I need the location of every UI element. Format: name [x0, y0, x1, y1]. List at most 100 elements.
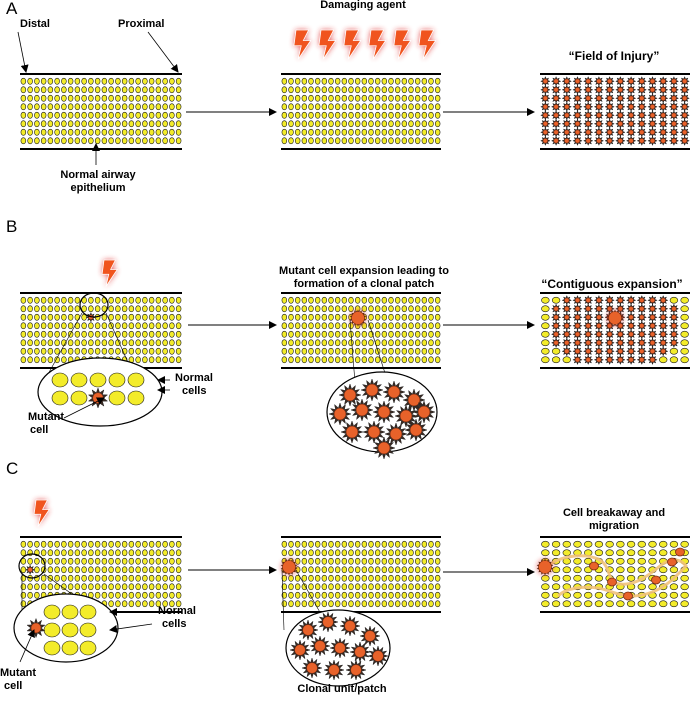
normal-cell: [40, 313, 47, 321]
mutant-cell: [582, 328, 594, 340]
normal-cell: [61, 322, 67, 330]
normal-cell: [155, 86, 162, 94]
normal-cell: [148, 313, 155, 321]
normal-cell: [108, 574, 114, 582]
normal-cell: [301, 137, 308, 145]
normal-cell: [108, 390, 126, 406]
normal-cell: [428, 322, 434, 330]
mutant-cell-body: [660, 323, 666, 329]
normal-cell: [361, 111, 368, 119]
normal-cell: [169, 549, 175, 557]
mutant-cell: [647, 127, 658, 138]
normal-cell: [115, 347, 121, 355]
normal-cell: [121, 94, 128, 102]
normal-cell: [394, 574, 401, 582]
normal-cell: [169, 574, 175, 582]
normal-cell: [67, 128, 74, 136]
mutant-cell: [582, 135, 594, 146]
panel-a-letter: A: [6, 0, 18, 18]
normal-cell: [115, 600, 121, 608]
lightning-bolt: [33, 499, 51, 527]
normal-cell: [81, 574, 87, 582]
mutant-cell: [615, 328, 626, 340]
mutant-cell-body: [649, 129, 656, 135]
normal-cell: [408, 566, 414, 574]
normal-cell: [354, 94, 361, 102]
normal-cell: [34, 356, 40, 364]
normal-cell: [428, 600, 434, 608]
mutant-cell: [604, 101, 615, 112]
normal-cell: [67, 549, 74, 557]
mutant-cell-body: [617, 348, 623, 354]
normal-cell: [341, 103, 348, 111]
mutant-cell: [593, 110, 605, 121]
normal-cell: [626, 557, 636, 565]
normal-cell: [40, 296, 47, 304]
normal-cell: [348, 128, 354, 136]
mutant-cell-body: [607, 138, 613, 144]
lightning-shape: [318, 29, 337, 60]
mutant-cell: [636, 354, 648, 366]
normal-cell: [308, 339, 314, 347]
normal-cell: [128, 94, 135, 102]
normal-cell: [301, 77, 308, 85]
normal-cell: [34, 322, 40, 330]
normal-cell: [354, 583, 361, 591]
normal-cell: [428, 356, 434, 364]
normal-cell: [374, 583, 381, 591]
mutant-cell: [372, 436, 396, 460]
normal-cell: [388, 296, 394, 304]
normal-cell: [155, 600, 162, 608]
normal-cell: [648, 557, 657, 565]
normal-cell: [88, 322, 94, 330]
normal-cell: [175, 347, 182, 355]
normal-cell: [421, 600, 428, 608]
mutant-cell: [647, 76, 658, 87]
normal-cell: [334, 356, 341, 364]
normal-cell: [680, 574, 689, 582]
normal-cell: [121, 111, 128, 119]
normal-cell: [361, 583, 368, 591]
normal-cell: [434, 103, 441, 111]
cell-breakaway-label: Cell breakaway and: [563, 507, 665, 519]
mutant-cell-body: [628, 323, 634, 329]
normal-cell: [121, 540, 128, 548]
normal-cell: [408, 330, 414, 338]
clonal-unit-label: Clonal unit/patch: [297, 683, 387, 695]
normal-cell: [573, 566, 582, 574]
mutant-cell-body: [617, 331, 623, 337]
normal-cell: [67, 296, 74, 304]
normal-cell: [169, 120, 175, 128]
normal-cell: [361, 540, 368, 548]
mutant-cell-body: [574, 87, 581, 93]
mutant-cell: [572, 101, 583, 112]
normal-cell: [162, 540, 168, 548]
normal-cell: [381, 591, 388, 599]
mutant-cell-body: [27, 567, 33, 573]
normal-cell: [175, 322, 182, 330]
normal-cell: [128, 540, 135, 548]
mutant-cell: [657, 127, 669, 138]
damaging-agent-lightning-icon: [33, 499, 51, 527]
normal-cell: [94, 77, 101, 85]
normal-cell: [314, 339, 321, 347]
normal-cell: [128, 296, 135, 304]
normal-cell: [680, 347, 689, 355]
normal-cell: [680, 305, 689, 313]
normal-cell: [148, 600, 155, 608]
normal-cell: [27, 356, 33, 364]
normal-cell: [169, 557, 175, 565]
normal-cell: [421, 549, 428, 557]
normal-cell: [401, 356, 408, 364]
normal-cell: [148, 557, 155, 565]
normal-cell: [394, 566, 401, 574]
mutant-cell: [636, 84, 648, 95]
mutant-cell: [668, 118, 680, 129]
normal-cell: [408, 128, 414, 136]
normal-cell: [155, 557, 162, 565]
normal-cell: [428, 137, 434, 145]
normal-cell: [541, 330, 550, 338]
normal-cell: [108, 111, 114, 119]
normal-cell: [314, 94, 321, 102]
normal-cell: [40, 347, 47, 355]
